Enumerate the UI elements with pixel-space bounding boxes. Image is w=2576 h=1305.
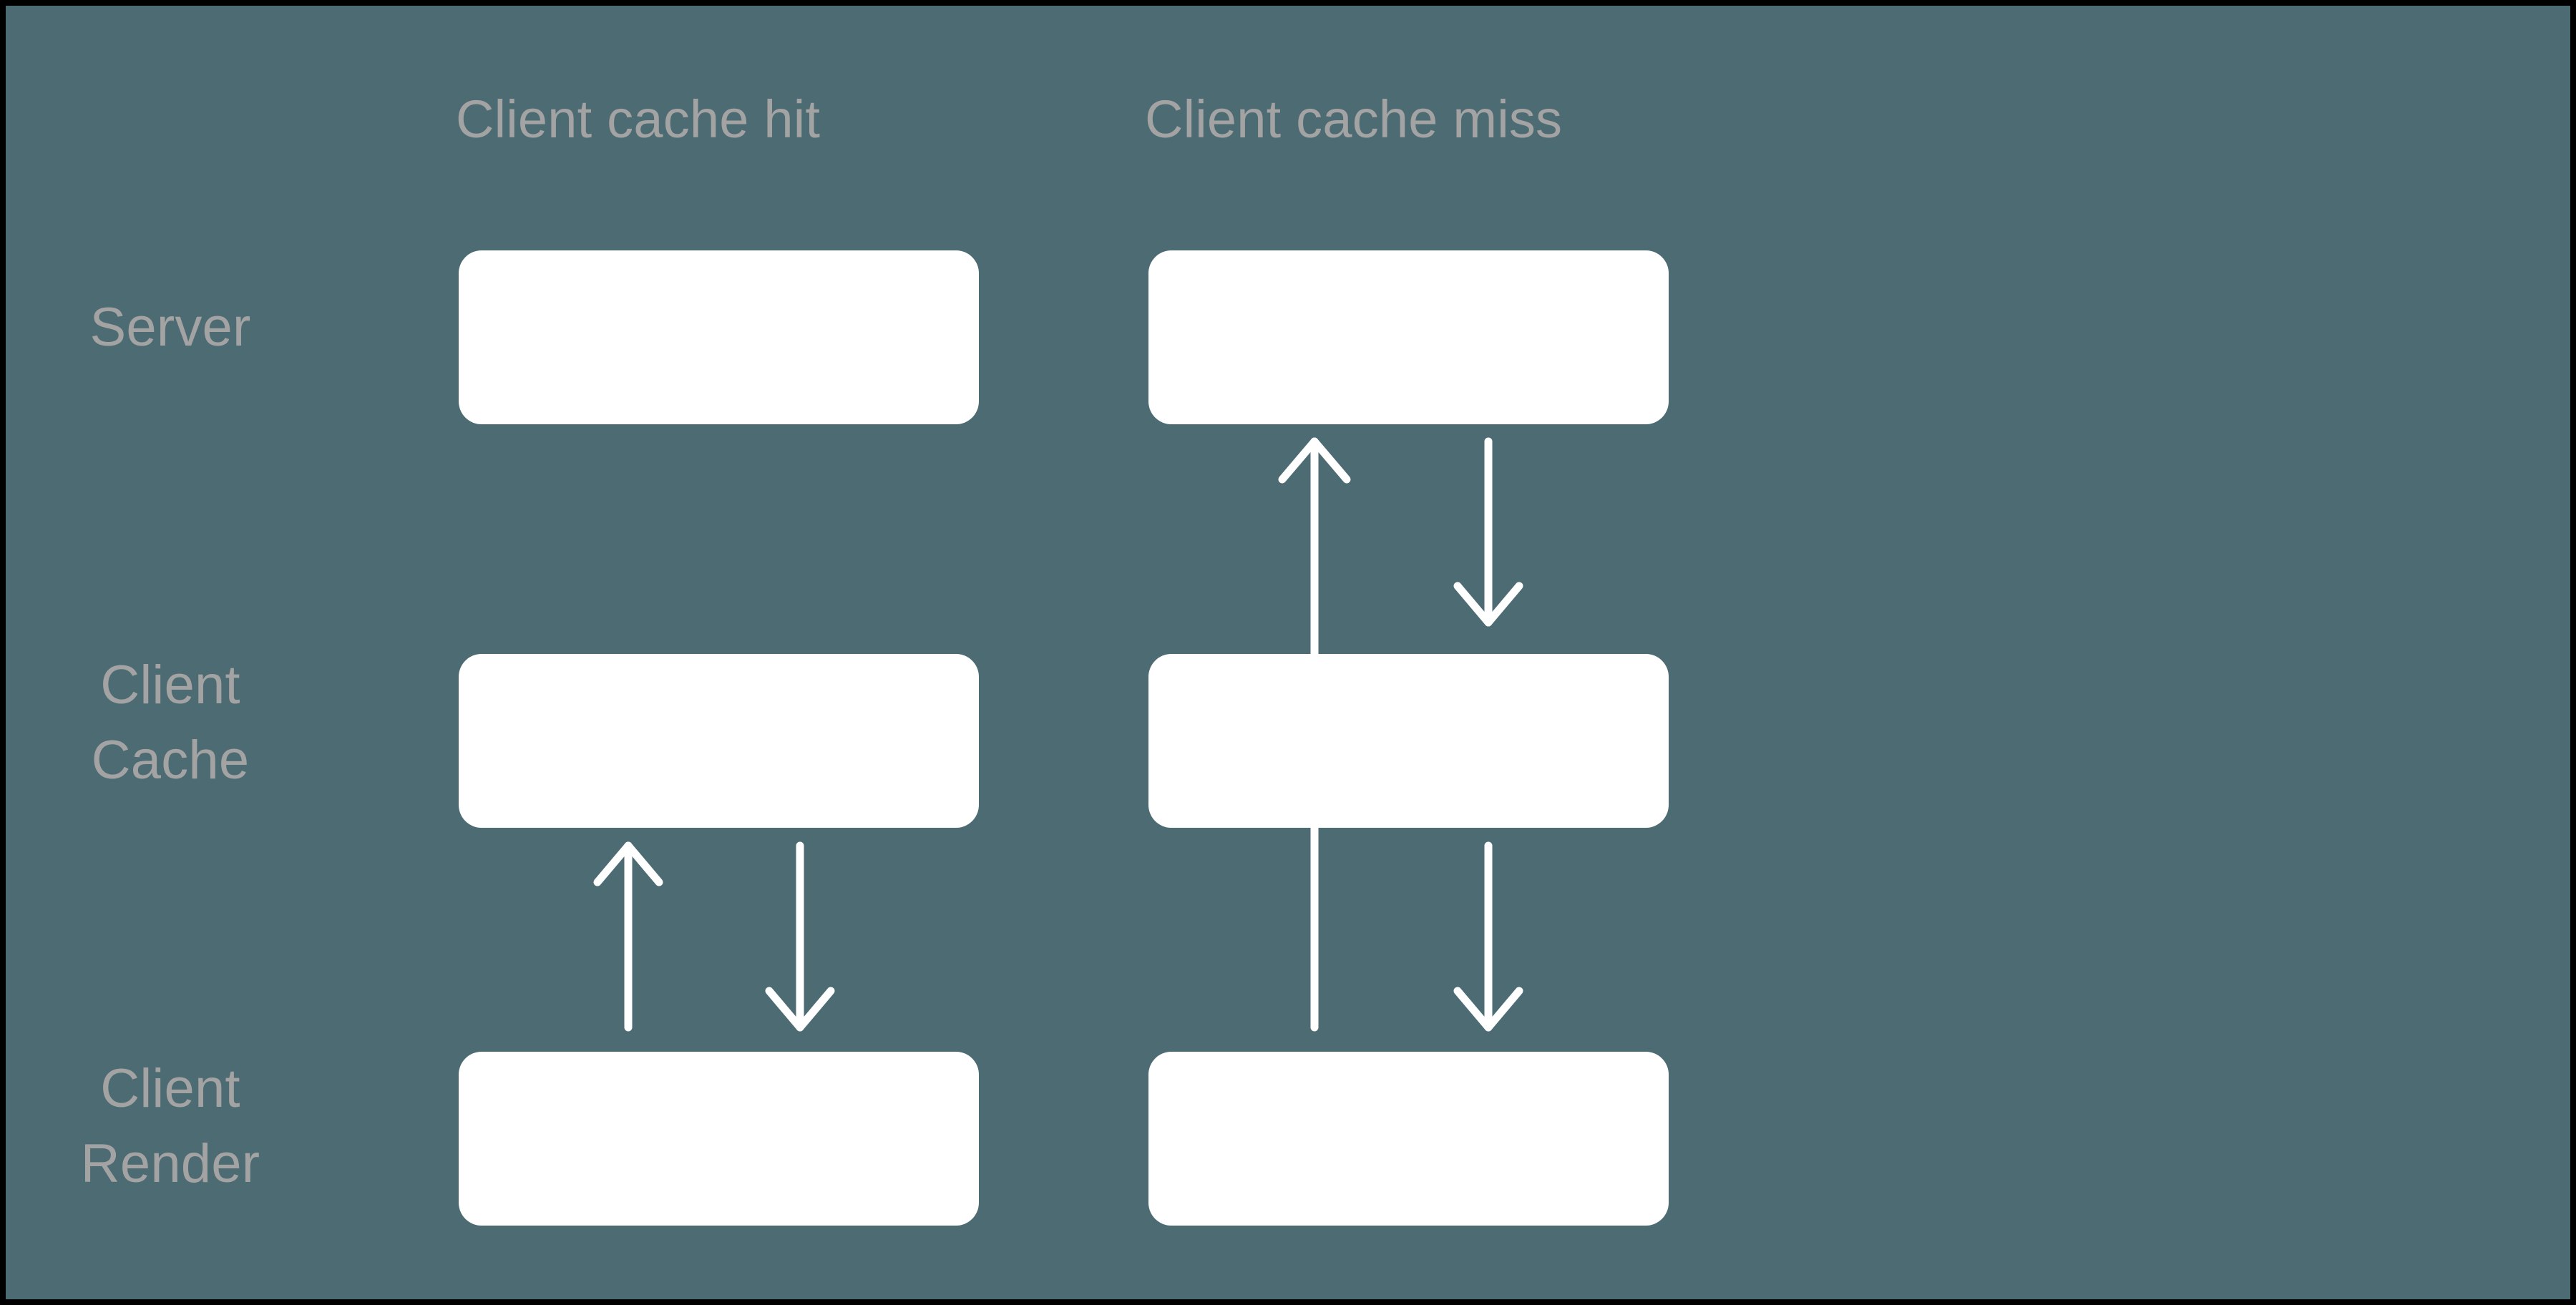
node-miss-client-render[interactable] (1148, 1052, 1669, 1226)
row-label-client-cache: Client Cache (91, 655, 250, 791)
node-miss-server[interactable] (1148, 250, 1669, 424)
row-label-client-render: Client Render (80, 1058, 260, 1194)
node-hit-client-cache[interactable] (459, 654, 979, 828)
column-header-client-cache-miss: Client cache miss (1145, 89, 1563, 149)
node-miss-client-cache[interactable] (1148, 654, 1669, 828)
arrow-miss-server-to-cache (1453, 437, 1523, 627)
row-label-server: Server (89, 297, 251, 358)
arrow-hit-cache-to-render (765, 841, 835, 1032)
node-hit-client-render[interactable] (459, 1052, 979, 1226)
arrow-hit-render-to-cache (593, 841, 663, 1032)
arrow-miss-cache-to-render (1453, 841, 1523, 1032)
node-hit-server[interactable] (459, 250, 979, 424)
diagram-canvas: Client cache hit Client cache miss Serve… (6, 6, 2570, 1299)
column-header-client-cache-hit: Client cache hit (456, 89, 821, 149)
